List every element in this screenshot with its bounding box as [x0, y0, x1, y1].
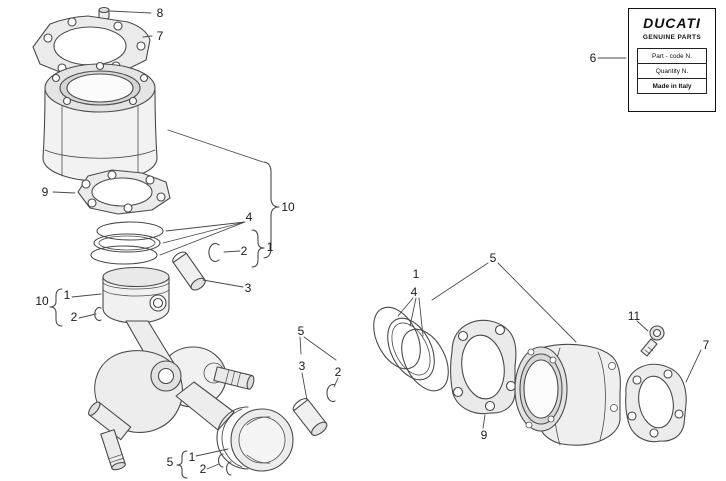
- callout-3-left: 3: [244, 281, 252, 295]
- label-fields: Part - code N. Quantity N. Made in Italy: [637, 48, 707, 94]
- bolt-part: [640, 325, 665, 357]
- head-gasket-horizontal: [625, 363, 687, 443]
- circlip-mid: [326, 383, 336, 403]
- callout-2-bottom: 2: [199, 462, 207, 476]
- callout-4-left: 4: [245, 210, 253, 224]
- label-field-quantity: Quantity N.: [638, 64, 706, 79]
- piston-rings-horizontal: [373, 306, 449, 392]
- callout-1-left: 1: [266, 240, 274, 254]
- callout-7-top: 7: [156, 29, 164, 43]
- callout-5-bottom: 5: [166, 455, 174, 469]
- grouping-braces: [49, 161, 280, 479]
- leader-lines: [52, 10, 702, 470]
- callout-9-left: 9: [41, 185, 49, 199]
- callout-11: 11: [627, 309, 641, 323]
- callout-9-right: 9: [480, 428, 488, 442]
- callout-1-rings: 1: [412, 267, 420, 281]
- ducati-logo: DUCATI: [643, 15, 701, 31]
- wrist-pin-vertical: [172, 251, 206, 291]
- piston-horizontal: [216, 406, 294, 472]
- circlip-horizontal-pair: [217, 453, 232, 476]
- callout-1-piston: 1: [63, 288, 71, 302]
- wrist-pin-horizontal: [292, 398, 328, 436]
- label-field-part-code: Part - code N.: [638, 49, 706, 64]
- vertical-cylinder: [42, 61, 158, 182]
- callout-4-rings: 4: [410, 285, 418, 299]
- callout-1-bottom: 1: [188, 450, 196, 464]
- base-gasket-vertical: [77, 169, 171, 215]
- callout-6: 6: [589, 51, 597, 65]
- piston-rings-vertical: [90, 221, 164, 265]
- base-gasket-horizontal: [450, 319, 517, 415]
- circlip-vertical: [208, 242, 220, 263]
- genuine-parts-label: DUCATI GENUINE PARTS Part - code N. Quan…: [628, 8, 716, 112]
- label-field-made-in-italy: Made in Italy: [652, 82, 692, 90]
- genuine-parts-subtitle: GENUINE PARTS: [642, 34, 702, 41]
- callout-7-right: 7: [702, 338, 710, 352]
- callout-10-piston: 10: [35, 294, 49, 308]
- piston-vertical: [94, 266, 170, 324]
- callout-5-right: 5: [489, 251, 497, 265]
- callout-3-mid: 3: [298, 359, 306, 373]
- callout-2-left: 2: [240, 244, 248, 258]
- callout-2-piston: 2: [70, 310, 78, 324]
- callout-8: 8: [156, 6, 164, 20]
- callout-5-mid: 5: [297, 324, 305, 338]
- callout-10-brace: 10: [281, 200, 295, 214]
- callout-2-mid: 2: [334, 365, 342, 379]
- crankshaft: [88, 320, 255, 471]
- horizontal-cylinder: [514, 343, 621, 446]
